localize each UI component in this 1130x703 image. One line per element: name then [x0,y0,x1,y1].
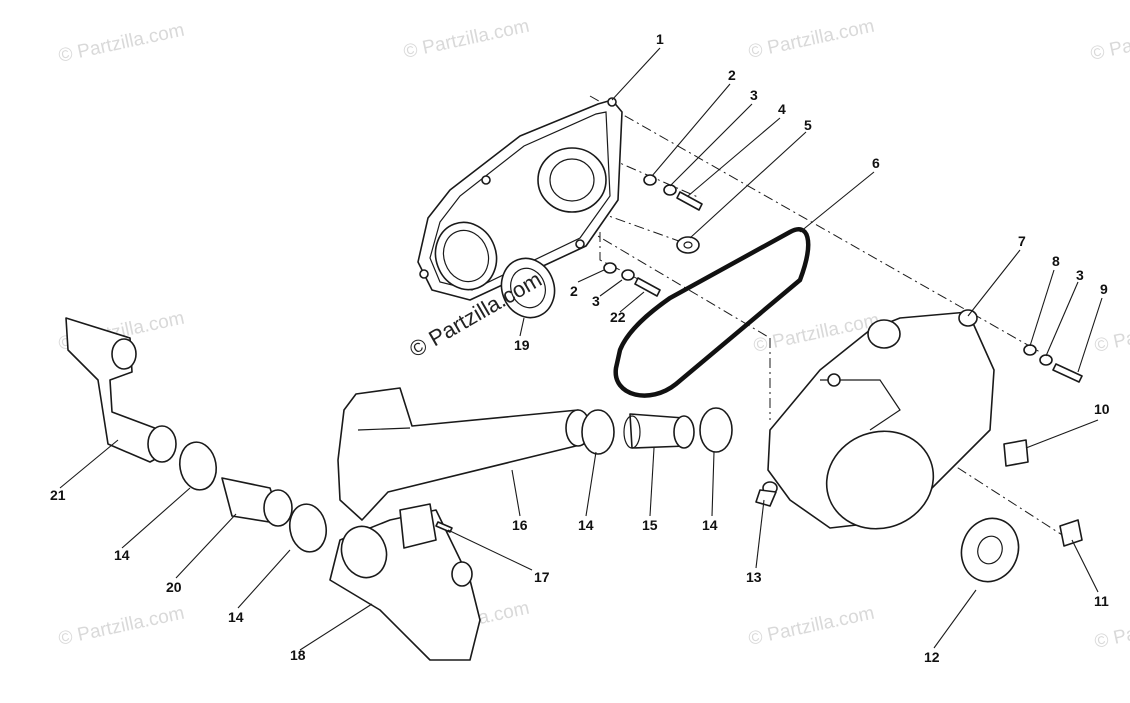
callout-14: 14 [228,609,244,625]
callout-22: 22 [610,309,626,325]
callout-3: 3 [750,87,758,103]
callout-7: 7 [1018,233,1026,249]
watermark: © Partzilla.com [57,603,187,650]
watermark: © Partzilla.com [747,16,877,63]
hose-clamp-14d [699,407,733,453]
callout-3: 3 [1076,267,1084,283]
watermark: © Partzilla.com [402,16,532,63]
hose-clamp-14a [178,441,218,491]
callout-14: 14 [702,517,718,533]
label-11 [1059,519,1083,547]
callout-20: 20 [166,579,182,595]
callout-14: 14 [578,517,594,533]
callout-5: 5 [804,117,812,133]
drive-belt [613,227,811,398]
callout-labels: 1 2 3 4 5 6 7 8 3 9 10 11 12 13 14 15 14… [50,31,1110,665]
hardware-upper [643,174,703,254]
foam-disk-12 [960,517,1020,583]
callout-11: 11 [1094,593,1109,609]
hose-clamp-14b [288,503,328,553]
callout-10: 10 [1094,401,1110,417]
inlet-elbow-21 [65,317,177,463]
watermark: © Partzilla.com [1093,310,1130,357]
callout-18: 18 [290,647,306,663]
callout-13: 13 [746,569,762,585]
callout-1: 1 [656,31,664,47]
callout-14: 14 [114,547,130,563]
coupler-15 [623,413,695,449]
callout-6: 6 [872,155,880,171]
hardware-right [1023,344,1083,383]
watermark: © Partzilla.com [747,603,877,650]
watermark: © Partzilla.com [57,20,187,67]
inner-cover-plate [417,97,623,301]
leader-lines [59,47,1103,651]
callout-19: 19 [514,337,530,353]
callout-3: 3 [592,293,600,309]
callout-2: 2 [570,283,578,299]
callout-15: 15 [642,517,658,533]
callout-12: 12 [924,649,940,665]
intake-duct-16 [337,387,591,521]
callout-8: 8 [1052,253,1060,269]
callout-4: 4 [778,101,786,117]
seal-19 [500,257,556,319]
callout-17: 17 [534,569,550,585]
hardware-lower [603,262,661,297]
outlet-duct-18 [329,503,481,661]
watermark: © Partzilla.com [1093,606,1130,653]
coupler-20 [221,477,293,527]
decal-10 [1003,439,1029,467]
callout-2: 2 [728,67,736,83]
hose-clamp-14c [581,409,615,455]
callout-21: 21 [50,487,66,503]
callout-16: 16 [512,517,528,533]
outer-clutch-cover [755,309,995,530]
watermark: © Partzilla.com [1089,18,1130,65]
callout-9: 9 [1100,281,1108,297]
